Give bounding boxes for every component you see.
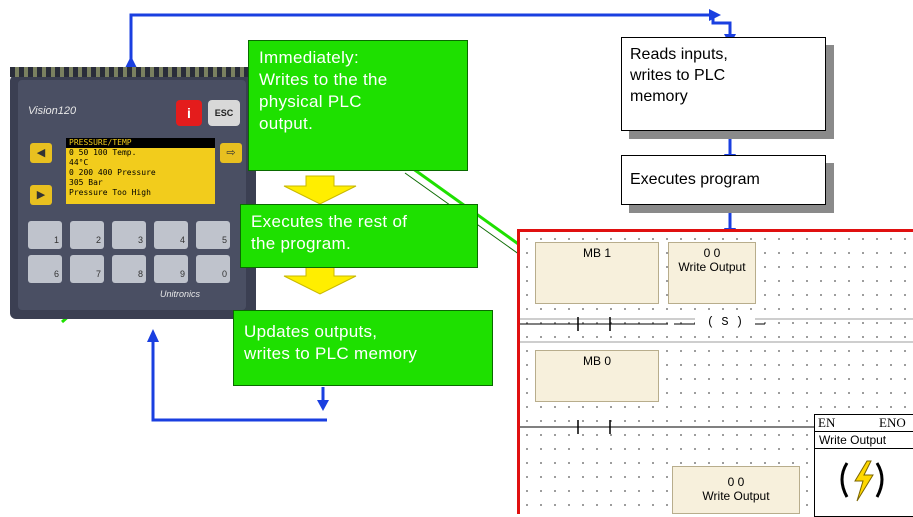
output-label: Write Output — [702, 489, 770, 503]
keypad-key[interactable]: 4 — [154, 221, 188, 249]
box-text: Immediately: — [259, 48, 359, 67]
plc-brand: Vision120 — [28, 105, 77, 117]
enter-key[interactable]: ⇨ — [220, 143, 242, 163]
contact-label: MB 0 — [582, 354, 611, 368]
box-text: Reads inputs, — [630, 46, 728, 63]
plc-terminal-strip — [10, 67, 256, 77]
ladder-diagram: MB 1 0 0 Write Output MB 0 0 0 Write Out… — [517, 229, 913, 517]
box-reads-inputs: Reads inputs, writes to PLC memory — [621, 37, 826, 131]
coil-set-symbol: ( S ) — [695, 315, 755, 329]
fb-pins: EN ENO — [815, 415, 913, 432]
output-write-output[interactable]: 0 0 Write Output — [672, 466, 800, 514]
keypad-key[interactable]: 8 — [112, 255, 146, 283]
coil-label: Write Output — [678, 260, 746, 274]
keypad-key[interactable]: 3 — [112, 221, 146, 249]
keypad-key[interactable]: 5 — [196, 221, 230, 249]
box-updates-outputs: Updates outputs, writes to PLC memory — [233, 310, 493, 386]
lightning-icon — [840, 460, 884, 502]
box-text: Executes the rest of — [251, 212, 408, 231]
box-text: the program. — [251, 234, 351, 253]
box-text: Executes program — [630, 171, 760, 188]
keypad-key[interactable]: 1 — [28, 221, 62, 249]
keypad-key[interactable]: 0 — [196, 255, 230, 283]
keypad-key[interactable]: 7 — [70, 255, 104, 283]
box-text: Writes to the the — [259, 70, 388, 89]
right-arrow-key[interactable]: ▶ — [30, 185, 52, 205]
output-address: 0 0 — [727, 475, 745, 489]
yellow-arrow-2 — [283, 264, 357, 295]
display-row: 44°C — [69, 158, 89, 167]
plc-display: PRESSURE/TEMP 0 50 100 Temp. 44°C 0 200 … — [66, 138, 215, 204]
box-text: memory — [630, 88, 688, 105]
contact-mb0[interactable]: MB 0 — [535, 350, 659, 402]
info-key[interactable]: i — [176, 100, 202, 126]
box-immediately: Immediately: Writes to the the physical … — [248, 40, 468, 171]
coil-address: 0 0 — [703, 246, 721, 260]
display-row-header: PRESSURE/TEMP — [66, 138, 215, 148]
box-text: physical PLC — [259, 92, 362, 111]
display-row: 0 200 400 Pressure — [69, 168, 156, 177]
display-row: Pressure Too High — [69, 188, 151, 197]
function-block-write-output[interactable]: EN ENO Write Output — [814, 414, 913, 517]
keypad-key[interactable]: 6 — [28, 255, 62, 283]
esc-key[interactable]: ESC — [208, 100, 240, 126]
plc-maker-logo: Unitronics — [160, 289, 201, 299]
yellow-arrow-1 — [283, 175, 357, 205]
box-text: writes to PLC — [630, 67, 726, 84]
box-executes-program: Executes program — [621, 155, 826, 205]
box-text: writes to PLC memory — [244, 344, 418, 363]
blue-loop-bottom — [151, 340, 327, 422]
plc-device: Vision120 i ESC ◀ ▶ ⇨ PRESSURE/TEMP 0 50… — [10, 67, 256, 319]
display-row: 0 50 100 Temp. — [69, 148, 137, 157]
coil-write-output[interactable]: 0 0 Write Output — [668, 242, 756, 304]
contact-label: MB 1 — [582, 246, 611, 260]
keypad-key[interactable]: 9 — [154, 255, 188, 283]
left-arrow-key[interactable]: ◀ — [30, 143, 52, 163]
box-executes-rest: Executes the rest of the program. — [240, 204, 478, 268]
contact-mb1[interactable]: MB 1 — [535, 242, 659, 304]
fb-eno-pin: ENO — [879, 415, 906, 430]
keypad-key[interactable]: 2 — [70, 221, 104, 249]
fb-en-pin: EN — [818, 415, 836, 430]
fb-title: Write Output — [815, 431, 913, 449]
box-text: Updates outputs, — [244, 322, 378, 341]
box-text: output. — [259, 114, 314, 133]
display-row: 305 Bar — [69, 178, 103, 187]
